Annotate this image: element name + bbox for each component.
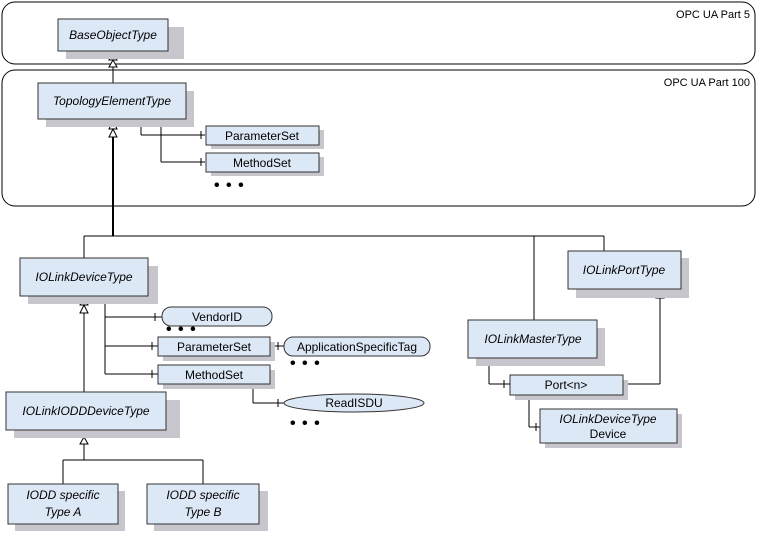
- iolink-port-type-node: IOLinkPortType: [567, 250, 689, 298]
- iolink-iodd-device-type-label: IOLinkIODDDeviceType: [22, 404, 149, 418]
- region-part5-label: OPC UA Part 5: [676, 9, 750, 21]
- device-parameter-set-object: ParameterSet: [157, 336, 275, 361]
- ellipsis-topology: • • •: [214, 177, 245, 194]
- device-method-set-label: MethodSet: [185, 368, 244, 382]
- device-method-set-object: MethodSet: [157, 364, 275, 389]
- device-parameter-set-label: ParameterSet: [177, 340, 252, 354]
- iodd-type-a-line2: Type A: [45, 505, 82, 519]
- connectors: [62, 61, 661, 484]
- ellipsis-method: • • •: [290, 415, 321, 432]
- iodd-type-a-line1: IODD specific: [26, 488, 99, 502]
- region-opc-ua-part5: [1, 1, 756, 65]
- iodd-type-b-node: IODD specific Type B: [146, 483, 268, 531]
- vendor-id-variable: VendorID: [161, 306, 273, 327]
- read-isdu-label: ReadISDU: [325, 396, 382, 410]
- read-isdu-method: ReadISDU: [283, 393, 425, 413]
- method-set-label: MethodSet: [233, 156, 292, 170]
- application-specific-tag-label: ApplicationSpecificTag: [297, 340, 417, 354]
- region-part100-label: OPC UA Part 100: [664, 77, 750, 89]
- iolink-device-object-line2: Device: [590, 427, 627, 441]
- iolink-device-type-node: IOLinkDeviceType: [19, 257, 158, 304]
- iolink-port-type-label: IOLinkPortType: [583, 263, 666, 277]
- iodd-type-b-line1: IODD specific: [166, 488, 239, 502]
- ellipsis-parameter: • • •: [290, 355, 321, 372]
- port-n-object: Port<n>: [509, 374, 628, 400]
- iolink-master-type-node: IOLinkMasterType: [467, 319, 605, 366]
- iodd-type-a-node: IODD specific Type A: [7, 483, 125, 531]
- topology-element-type-label: TopologyElementType: [53, 94, 171, 108]
- parameter-set-label: ParameterSet: [225, 129, 300, 143]
- iolink-iodd-device-type-node: IOLinkIODDDeviceType: [5, 391, 180, 438]
- topology-element-type-node: TopologyElementType: [37, 82, 194, 127]
- ellipsis-vendor: • • •: [166, 321, 197, 338]
- iolink-master-type-label: IOLinkMasterType: [484, 332, 581, 346]
- iolink-device-object-line1: IOLinkDeviceType: [559, 412, 656, 426]
- base-object-type-label: BaseObjectType: [69, 28, 157, 42]
- iolink-device-object: IOLinkDeviceType Device: [539, 408, 682, 448]
- base-object-type-node: BaseObjectType: [57, 18, 184, 59]
- port-n-label: Port<n>: [545, 378, 588, 392]
- method-set-object: MethodSet: [205, 152, 324, 176]
- iodd-type-b-line2: Type B: [184, 505, 221, 519]
- application-specific-tag-variable: ApplicationSpecificTag: [283, 336, 431, 357]
- vendor-id-label: VendorID: [192, 310, 242, 324]
- parameter-set-object: ParameterSet: [205, 125, 324, 149]
- iolink-device-type-label: IOLinkDeviceType: [35, 270, 132, 284]
